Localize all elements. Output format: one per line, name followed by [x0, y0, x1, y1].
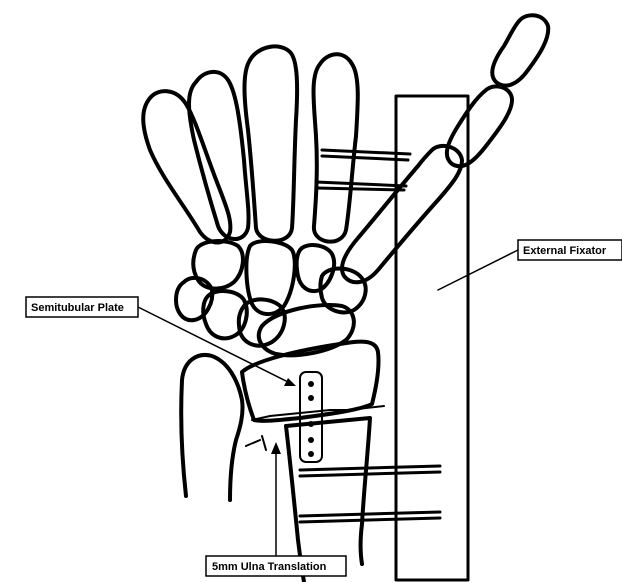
plate-screw-2 — [308, 395, 314, 401]
ulna-head — [181, 355, 242, 500]
trapezoid — [297, 245, 334, 291]
plate-screw-5 — [308, 451, 314, 457]
label-semitubular-plate: Semitubular Plate — [26, 297, 138, 317]
fixator-frame — [396, 96, 468, 580]
arrowhead-semitubular-plate — [284, 378, 296, 386]
fixator-pin-2b — [316, 188, 404, 190]
metacarpal-middle — [245, 46, 298, 240]
thumb-metacarpal — [342, 146, 462, 282]
fixator-pin-3b — [300, 472, 440, 476]
arrowhead-ulna-translation — [271, 442, 281, 454]
ulna-translation-mark — [246, 436, 266, 450]
leader-external-fixator — [438, 250, 518, 290]
metacarpal-ring — [189, 72, 249, 239]
thumb-distal-phalanx — [492, 15, 548, 85]
carpal-bones — [176, 241, 366, 355]
metacarpal-bones — [143, 46, 358, 242]
fixator-pin-3 — [300, 466, 440, 470]
fixator-pin-4b — [300, 518, 440, 522]
label-ulna-translation: 5mm Ulna Translation — [206, 556, 346, 576]
ulna-bone — [181, 355, 266, 500]
label-text-external-fixator: External Fixator — [523, 245, 607, 257]
label-text-ulna-translation: 5mm Ulna Translation — [212, 561, 327, 573]
label-text-semitubular-plate: Semitubular Plate — [31, 302, 124, 314]
callout-leaders — [138, 250, 518, 555]
fixator-pin-4 — [300, 512, 440, 516]
metacarpal-index — [314, 54, 358, 241]
plate-screw-1 — [308, 381, 314, 387]
external-fixator — [300, 96, 468, 580]
plate-screw-3 — [308, 421, 314, 427]
fixator-pin-2 — [316, 182, 406, 186]
hamate — [193, 241, 243, 289]
capitate — [246, 241, 294, 314]
label-external-fixator: External Fixator — [518, 240, 622, 260]
plate-screw-4 — [308, 437, 314, 443]
thumb-proximal-phalanx — [447, 86, 512, 166]
